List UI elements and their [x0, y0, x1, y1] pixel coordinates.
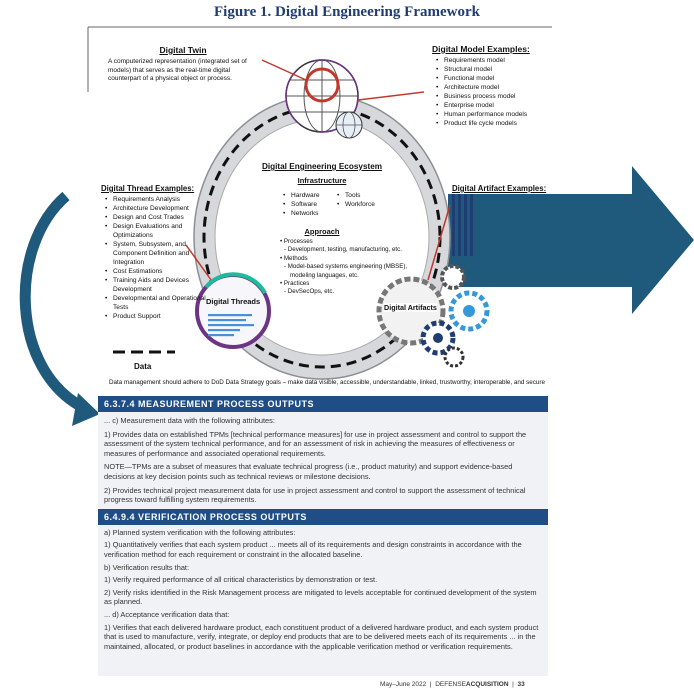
approach-heading: Approach — [304, 227, 340, 236]
model-connector-line — [357, 91, 425, 101]
thread-examples-heading: Digital Thread Examples: — [101, 184, 195, 193]
list-item: Structural model — [436, 65, 552, 74]
figure-title: Figure 1. Digital Engineering Framework — [214, 4, 480, 20]
model-examples-block: Digital Model Examples: Requirements mod… — [432, 44, 552, 128]
list-item: Software — [283, 200, 351, 209]
paragraph: 1) Quantitatively verifies that each sys… — [104, 540, 522, 559]
list-item: Developmental and Operational Tests — [105, 294, 211, 312]
list-item: Architecture Development — [105, 204, 211, 213]
artifact-bar-1 — [452, 194, 455, 256]
list-item: Hardware — [283, 191, 351, 200]
artifact-gear-small-icon — [440, 264, 466, 290]
paragraph: 1) Verifies that each delivered hardware… — [104, 622, 539, 651]
list-item: System, Subsystem, and Component Definit… — [105, 240, 211, 267]
list-item: Design and Cost Trades — [105, 213, 211, 222]
digital-artifacts-label: Digital Artifacts — [384, 303, 437, 312]
paragraph: a) Planned system verification with the … — [104, 527, 296, 537]
list-item: Workforce — [337, 200, 405, 209]
globe-red-ring — [304, 67, 340, 103]
digital-twin-text: A computerized representation (integrate… — [108, 58, 247, 83]
twin-connector-line — [261, 59, 307, 81]
list-item: Human performance models — [436, 110, 552, 119]
list-item: Networks — [283, 209, 351, 218]
digital-twin-block: Digital Twin A computerized representati… — [108, 45, 258, 84]
model-examples-list: Requirements model Structural model Func… — [435, 56, 552, 128]
paragraph: 2) Verify risks identified in the Risk M… — [104, 587, 537, 607]
artifact-connector-line — [427, 204, 451, 281]
approach-line: • Processes — [280, 238, 313, 245]
data-label: Data — [134, 362, 152, 371]
section-bar-verification: 6.4.9.4 VERIFICATION PROCESS OUTPUTS — [98, 508, 548, 525]
approach-line: modeling languages, etc. — [290, 271, 359, 279]
footer-pub1: DEFENSE — [435, 681, 466, 688]
infrastructure-heading: Infrastructure — [297, 176, 347, 185]
model-examples-heading: Digital Model Examples: — [432, 44, 530, 54]
section-bar-measurement: 6.3.7.4 MEASUREMENT PROCESS OUTPUTS — [98, 396, 548, 412]
paragraph: NOTE—TPMs are a subset of measures that … — [104, 462, 513, 481]
artifact-examples-heading: Digital Artifact Examples: — [452, 184, 547, 193]
list-item: Design Evaluations and Optimizations — [105, 222, 211, 240]
approach-line: - Model-based systems engineering (MBSE)… — [284, 263, 408, 271]
curved-arrow-icon — [19, 191, 87, 413]
infrastructure-col1: Hardware Software Networks — [282, 191, 351, 218]
thread-examples-list: Requirements Analysis Architecture Devel… — [104, 195, 211, 321]
data-note: Data management should adhere to DoD Dat… — [109, 379, 546, 386]
requirements-box: 6.3.7.4 MEASUREMENT PROCESS OUTPUTS ... … — [98, 396, 548, 676]
digital-twin-heading: Digital Twin — [159, 45, 207, 55]
approach-line: • Practices — [280, 280, 310, 288]
artifact-bar-3 — [464, 194, 467, 256]
approach-line: • Methods — [280, 254, 308, 262]
curved-arrow-head-icon — [72, 393, 100, 426]
thread-examples-block: Digital Thread Examples: Requirements An… — [101, 184, 211, 321]
approach-lines: • Processes - Development, testing, manu… — [280, 238, 420, 297]
footer-pub2: ACQUISITION — [465, 681, 509, 688]
ecosystem-title: Digital Engineering Ecosystem — [261, 162, 383, 171]
artifact-bar-4 — [470, 194, 473, 256]
list-item: Functional model — [436, 74, 552, 83]
right-arrow-icon — [448, 166, 694, 314]
list-item: Tools — [337, 191, 405, 200]
list-item: Product life cycle models — [436, 119, 552, 128]
footer-page: 33 — [517, 681, 525, 688]
page-footer: May–June 2022 | DEFENSEACQUISITION | 33 — [380, 681, 525, 688]
approach-line: - Development, testing, manufacturing, e… — [284, 246, 402, 254]
paragraph: b) Verification results that: — [104, 562, 190, 572]
list-item: Enterprise model — [436, 101, 552, 110]
artifact-bar-2 — [458, 194, 461, 256]
list-item: Cost Estimations — [105, 267, 211, 276]
list-item: Business process model — [436, 92, 552, 101]
artifact-gear-tiny-icon — [443, 346, 465, 368]
list-item: Requirements model — [436, 56, 552, 65]
digital-threads-label: Digital Threads — [206, 297, 261, 306]
list-item: Architecture model — [436, 83, 552, 92]
paragraph: ... d) Acceptance verification data that… — [104, 609, 230, 619]
footer-date: May–June 2022 — [380, 681, 427, 688]
paragraph: 1) Verify required performance of all cr… — [104, 575, 378, 585]
paragraph: 1) Provides data on established TPMs [te… — [104, 429, 527, 458]
ecosystem-block: Digital Engineering Ecosystem Infrastruc… — [250, 162, 394, 185]
list-item: Training Aids and Devices Development — [105, 276, 211, 294]
list-item: Product Support — [105, 312, 211, 321]
infrastructure-col2: Tools Workforce — [336, 191, 405, 209]
approach-line: - DevSecOps, etc. — [284, 288, 335, 296]
list-item: Requirements Analysis — [105, 195, 211, 204]
paragraph: 2) Provides technical project measuremen… — [104, 485, 526, 505]
paragraph: ... c) Measurement data with the followi… — [104, 416, 275, 425]
